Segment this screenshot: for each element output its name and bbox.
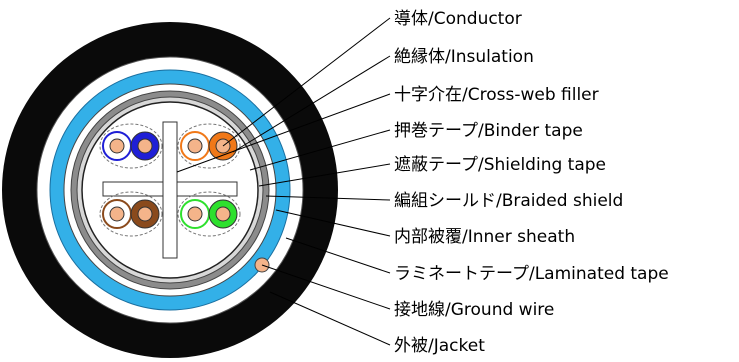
label-jacket: 外被/Jacket [394,336,485,356]
leader-inner-sheath [275,209,391,237]
label-inner-sheath: 内部被覆/Inner sheath [394,227,575,247]
label-shielding-tape: 遮蔽テープ/Shielding tape [394,155,606,175]
leader-insulation [232,55,391,153]
leader-conductor [222,17,391,147]
label-braided-shield: 編組シールド/Braided shield [394,191,623,211]
label-cross-web-filler: 十字介在/Cross-web filler [394,85,599,105]
leader-cross-web [176,93,391,173]
leader-jacket [269,291,391,346]
label-ground-wire: 接地線/Ground wire [394,300,554,320]
pair-blue [102,131,160,161]
label-conductor: 導体/Conductor [394,9,522,29]
pair-outline-bottom-left [99,191,163,237]
leader-shielding-tape [258,163,391,187]
leader-braided-shield [265,195,391,201]
leader-ground-wire [261,264,391,310]
cross-web-filler [102,121,238,259]
leader-lines [176,17,391,346]
pair-brown [102,199,160,229]
label-laminated-tape: ラミネートテープ/Laminated tape [394,264,669,284]
leader-binder-tape [249,129,391,171]
label-binder-tape: 押巻テープ/Binder tape [394,121,583,141]
pair-outline-bottom-right [177,191,241,237]
pair-outline-top-right [177,123,241,169]
pair-green [180,199,238,229]
leader-laminated-tape [285,237,391,274]
label-insulation: 絶縁体/Insulation [394,47,534,67]
pair-outline-top-left [99,123,163,169]
